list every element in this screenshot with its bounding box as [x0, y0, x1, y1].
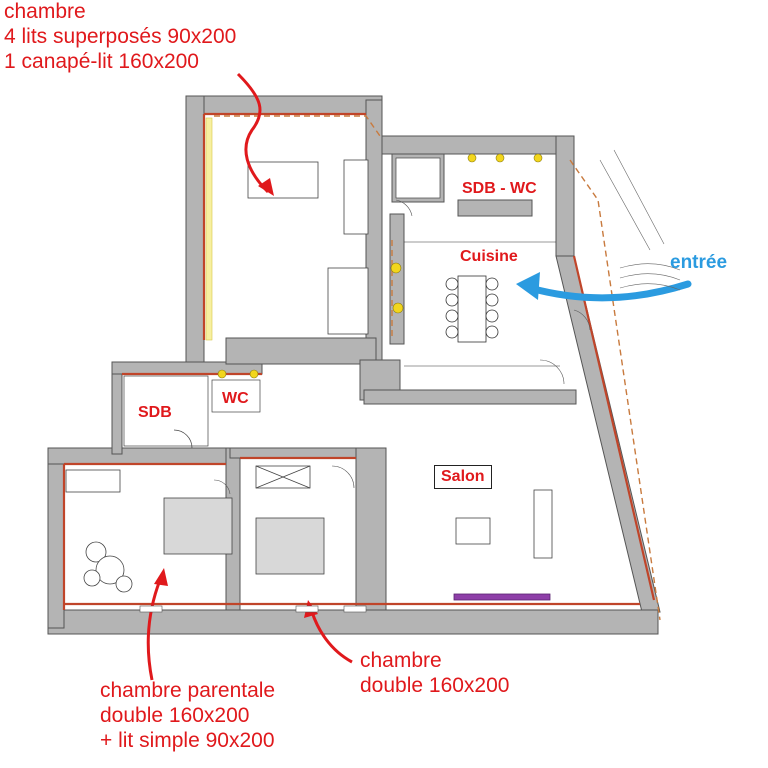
entry-label: entrée	[670, 252, 728, 273]
room-label-salon: Salon	[434, 465, 492, 489]
arrow-bottom-left-head	[154, 568, 168, 586]
windows	[139, 605, 367, 613]
annotation-top-line-2: 4 lits superposés 90x200	[4, 25, 237, 48]
entry-arrow	[526, 280, 692, 302]
door-swings	[213, 199, 591, 495]
annotation-bottom-left: chambre parentale double 160x200 + lit s…	[100, 678, 275, 753]
annotation-top-line-1: chambre	[4, 0, 86, 23]
room-label-wc: WC	[222, 390, 249, 407]
entry-arrow-head	[516, 272, 540, 300]
salon-furniture	[453, 489, 553, 601]
light-fixtures	[217, 153, 543, 379]
entrance-stairs	[599, 149, 681, 291]
dining-table	[445, 275, 499, 343]
annotation-bottom-left-line-2: double 160x200	[100, 704, 250, 727]
parental-bed	[65, 469, 233, 593]
annotation-bottom-right-line-1: chambre	[360, 649, 442, 672]
bunk-beds	[247, 159, 369, 335]
annotation-top-line-3: 1 canapé-lit 160x200	[4, 50, 199, 73]
arrow-bottom-left	[146, 579, 162, 681]
sdb-fixtures	[123, 157, 441, 449]
room-label-sdb: SDB	[138, 404, 172, 421]
annotation-bottom-left-line-3: + lit simple 90x200	[100, 729, 275, 752]
double-bed	[255, 465, 325, 575]
arrow-top-head	[258, 178, 274, 196]
arrow-bottom-right	[310, 611, 353, 664]
room-label-sdb-wc: SDB - WC	[462, 180, 537, 197]
arrow-top	[236, 72, 270, 194]
annotation-bottom-right: chambre double 160x200	[360, 648, 509, 698]
property-line	[214, 115, 661, 621]
annotation-top: chambre 4 lits superposés 90x200 1 canap…	[4, 0, 236, 74]
annotation-bottom-left-line-1: chambre parentale	[100, 679, 276, 702]
brick-edges	[62, 112, 656, 610]
room-label-cuisine: Cuisine	[460, 248, 518, 265]
annotation-bottom-right-line-2: double 160x200	[360, 674, 510, 697]
light-strip	[205, 117, 213, 341]
